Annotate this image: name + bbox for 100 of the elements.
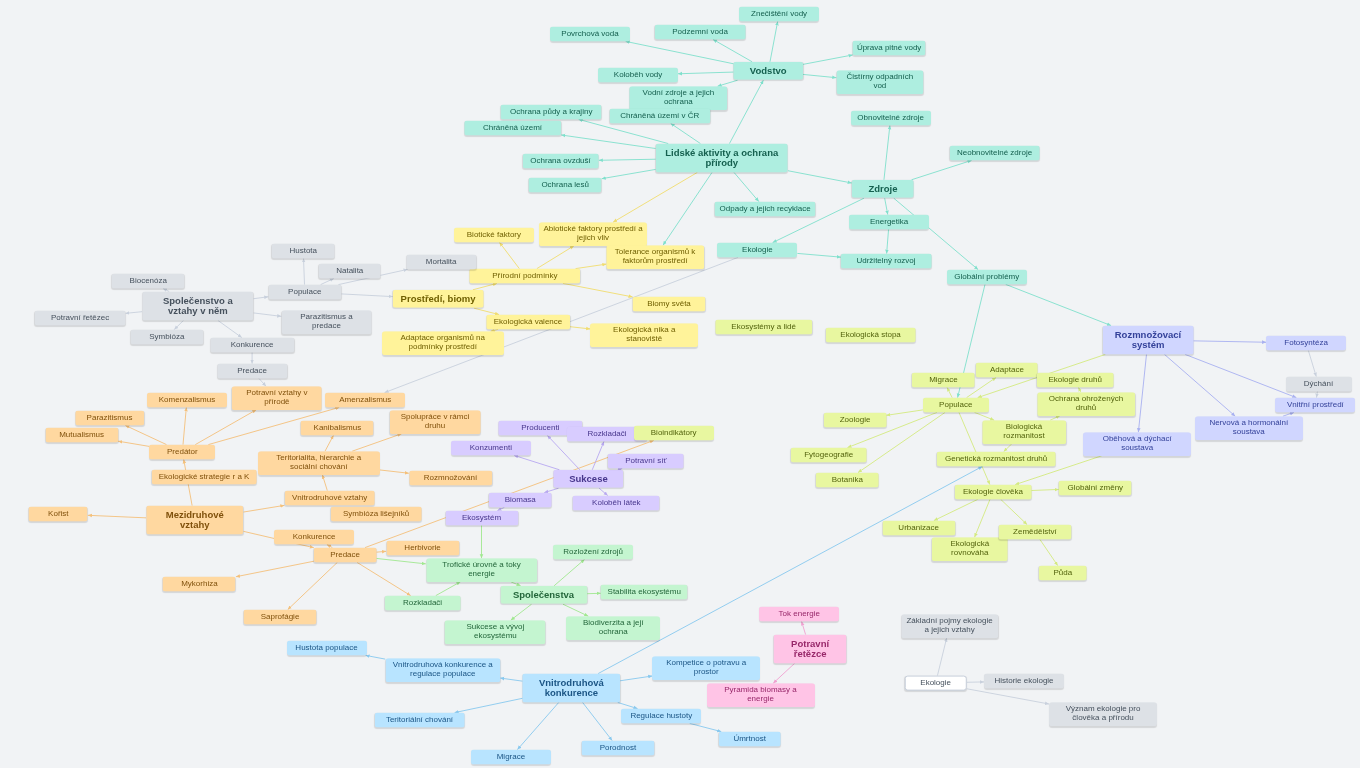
topic-node: Predace (313, 547, 377, 563)
topic-node: Potravní řetězec (34, 310, 126, 326)
topic-node: Povrchová voda (550, 26, 630, 42)
topic-node: Tolerance organismů k faktorům prostředí (606, 245, 704, 269)
topic-node: Rozkladači (384, 595, 461, 611)
topic-node: Vodní zdroje a jejich ochrana (629, 86, 728, 110)
topic-node: Teritoriální chování (374, 712, 465, 728)
topic-node: Potravní vztahy v přírodě (231, 386, 323, 410)
topic-node: Odpady a jejich recyklace (714, 201, 816, 217)
topic-node: Fotosyntéza (1266, 335, 1347, 351)
topic-node: Mutualismus (45, 427, 119, 443)
topic-node: Oběhová a dýchací soustava (1083, 432, 1192, 456)
topic-node: Dýchání (1285, 376, 1352, 392)
topic-node: Potravní síť (607, 453, 685, 469)
topic-node: Čistírny odpadních vod (836, 70, 924, 94)
topic-node: Biomy světa (632, 296, 706, 312)
topic-node: Mezidruhové vztahy (146, 505, 244, 535)
topic-node: Herbivorie (386, 540, 460, 556)
topic-node: Bioindikátory (633, 425, 714, 441)
topic-node: Zdroje (851, 179, 915, 199)
topic-node: Vodstvo (733, 61, 803, 81)
topic-node: Komenzalismus (147, 392, 227, 408)
topic-node: Migrace (470, 749, 551, 765)
topic-node: Populace (922, 397, 989, 413)
topic-node: Ekologická nika a stanoviště (590, 323, 699, 347)
topic-node: Udržitelný rozvoj (840, 253, 932, 269)
topic-node: Ochrana ovzduší (522, 153, 599, 169)
topic-node: Adaptace (975, 362, 1039, 378)
topic-node: Ekosystém (445, 510, 518, 526)
topic-node: Ekologická rovnováha (931, 537, 1008, 561)
topic-node: Společenstva (500, 585, 587, 605)
topic-node: Ekologie (717, 242, 798, 258)
topic-node: Ekosystémy a lidé (714, 319, 813, 335)
topic-node: Hustota populace (286, 640, 367, 656)
topic-node: Ekologické strategie r a K (151, 469, 257, 485)
topic-node: Zemědělství (998, 524, 1072, 540)
topic-node: Urbanizace (882, 520, 956, 536)
topic-node: Ekologická stopa (825, 327, 916, 343)
topic-node: Vnitřní prostředí (1275, 397, 1356, 413)
topic-node: Kompetice o potravu a prostor (652, 656, 761, 680)
topic-node: Obnovitelné zdroje (850, 110, 931, 126)
topic-node: Kanibalismus (300, 420, 374, 436)
topic-node: Biomasa (489, 492, 552, 508)
topic-node: Porodnost (581, 740, 655, 756)
topic-node: Úmrtnost (718, 731, 781, 747)
topic-node: Saprofágie (243, 609, 317, 625)
topic-node: Vnitrodruhová konkurence (522, 673, 621, 703)
topic-node: Podzemní voda (654, 24, 746, 40)
topic-node: Producenti (498, 420, 583, 436)
topic-node: Úprava pitné vody (852, 40, 926, 56)
topic-node: Biotické faktory (453, 227, 534, 243)
topic-node: Botanika (816, 472, 879, 488)
topic-node: Mortalita (406, 254, 476, 270)
topic-node: Migrace (912, 372, 975, 388)
topic-node: Biocenóza (111, 273, 185, 289)
topic-node: Amenzalismus (325, 392, 406, 408)
topic-node: Ekologie člověka (954, 484, 1032, 500)
topic-node: Ekologie (904, 675, 967, 691)
topic-node: Kořist (28, 506, 88, 522)
topic-node: Koloběh vody (598, 67, 679, 83)
topic-node: Základní pojmy ekologie a jejich vztahy (900, 614, 999, 638)
topic-node: Prostředí, biomy (392, 289, 484, 309)
topic-node: Společenstvo a vztahy v něm (142, 291, 254, 321)
connector-arrow (1078, 386, 1082, 393)
topic-node: Historie ekologie (984, 673, 1064, 689)
topic-node: Neobnovitelné zdroje (949, 145, 1040, 161)
topic-node: Predátor (149, 444, 216, 460)
topic-node: Genetická rozmanitost druhů (936, 451, 1056, 467)
topic-node: Trofické úrovně a toky energie (425, 558, 538, 582)
topic-node: Energetika (849, 214, 930, 230)
topic-node: Pyramida biomasy a energie (706, 683, 815, 707)
topic-node: Rozmnožování (408, 470, 493, 486)
topic-node: Ekologie druhů (1036, 372, 1114, 388)
topic-node: Tok energie (759, 606, 840, 622)
topic-node: Parazitismus (74, 410, 145, 426)
topic-node: Vnitrodruhová konkurence a regulace populace (385, 658, 501, 682)
topic-node: Znečištění vody (739, 6, 820, 22)
topic-node: Potravní řetězce (773, 634, 847, 664)
topic-node: Nervová a hormonální soustava (1194, 416, 1303, 440)
topic-node: Přírodní podmínky (469, 268, 581, 284)
topic-node: Regulace hustoty (621, 708, 702, 724)
topic-node: Teritorialita, hierarchie a sociální chování (257, 451, 380, 475)
topic-node: Konkurence (274, 529, 355, 545)
topic-node: Symbióza lišejníků (330, 506, 422, 522)
topic-node: Natalita (318, 263, 381, 279)
topic-node: Parazitismus a predace (281, 310, 372, 334)
topic-node: Význam ekologie pro člověka a přírodu (1049, 702, 1158, 726)
topic-node: Chráněná území v ČR (609, 108, 711, 124)
topic-node: Ochrana ohrožených druhů (1037, 392, 1135, 416)
topic-node: Ochrana půdy a krajiny (500, 104, 602, 120)
topic-node: Symbióza (130, 329, 204, 345)
topic-node: Koloběh látek (572, 495, 660, 511)
topic-node: Globální problémy (946, 269, 1027, 285)
topic-node: Konzumenti (450, 440, 531, 456)
topic-node: Mykorhiza (162, 576, 236, 592)
topic-node: Vnitrodruhové vztahy (284, 490, 375, 506)
topic-node: Ochrana lesů (528, 177, 602, 193)
topic-node: Biologická rozmanitost (982, 420, 1066, 444)
topic-node: Adaptace organismů na podmínky prostředí (381, 331, 504, 355)
topic-node: Stabilita ekosystému (600, 584, 688, 600)
